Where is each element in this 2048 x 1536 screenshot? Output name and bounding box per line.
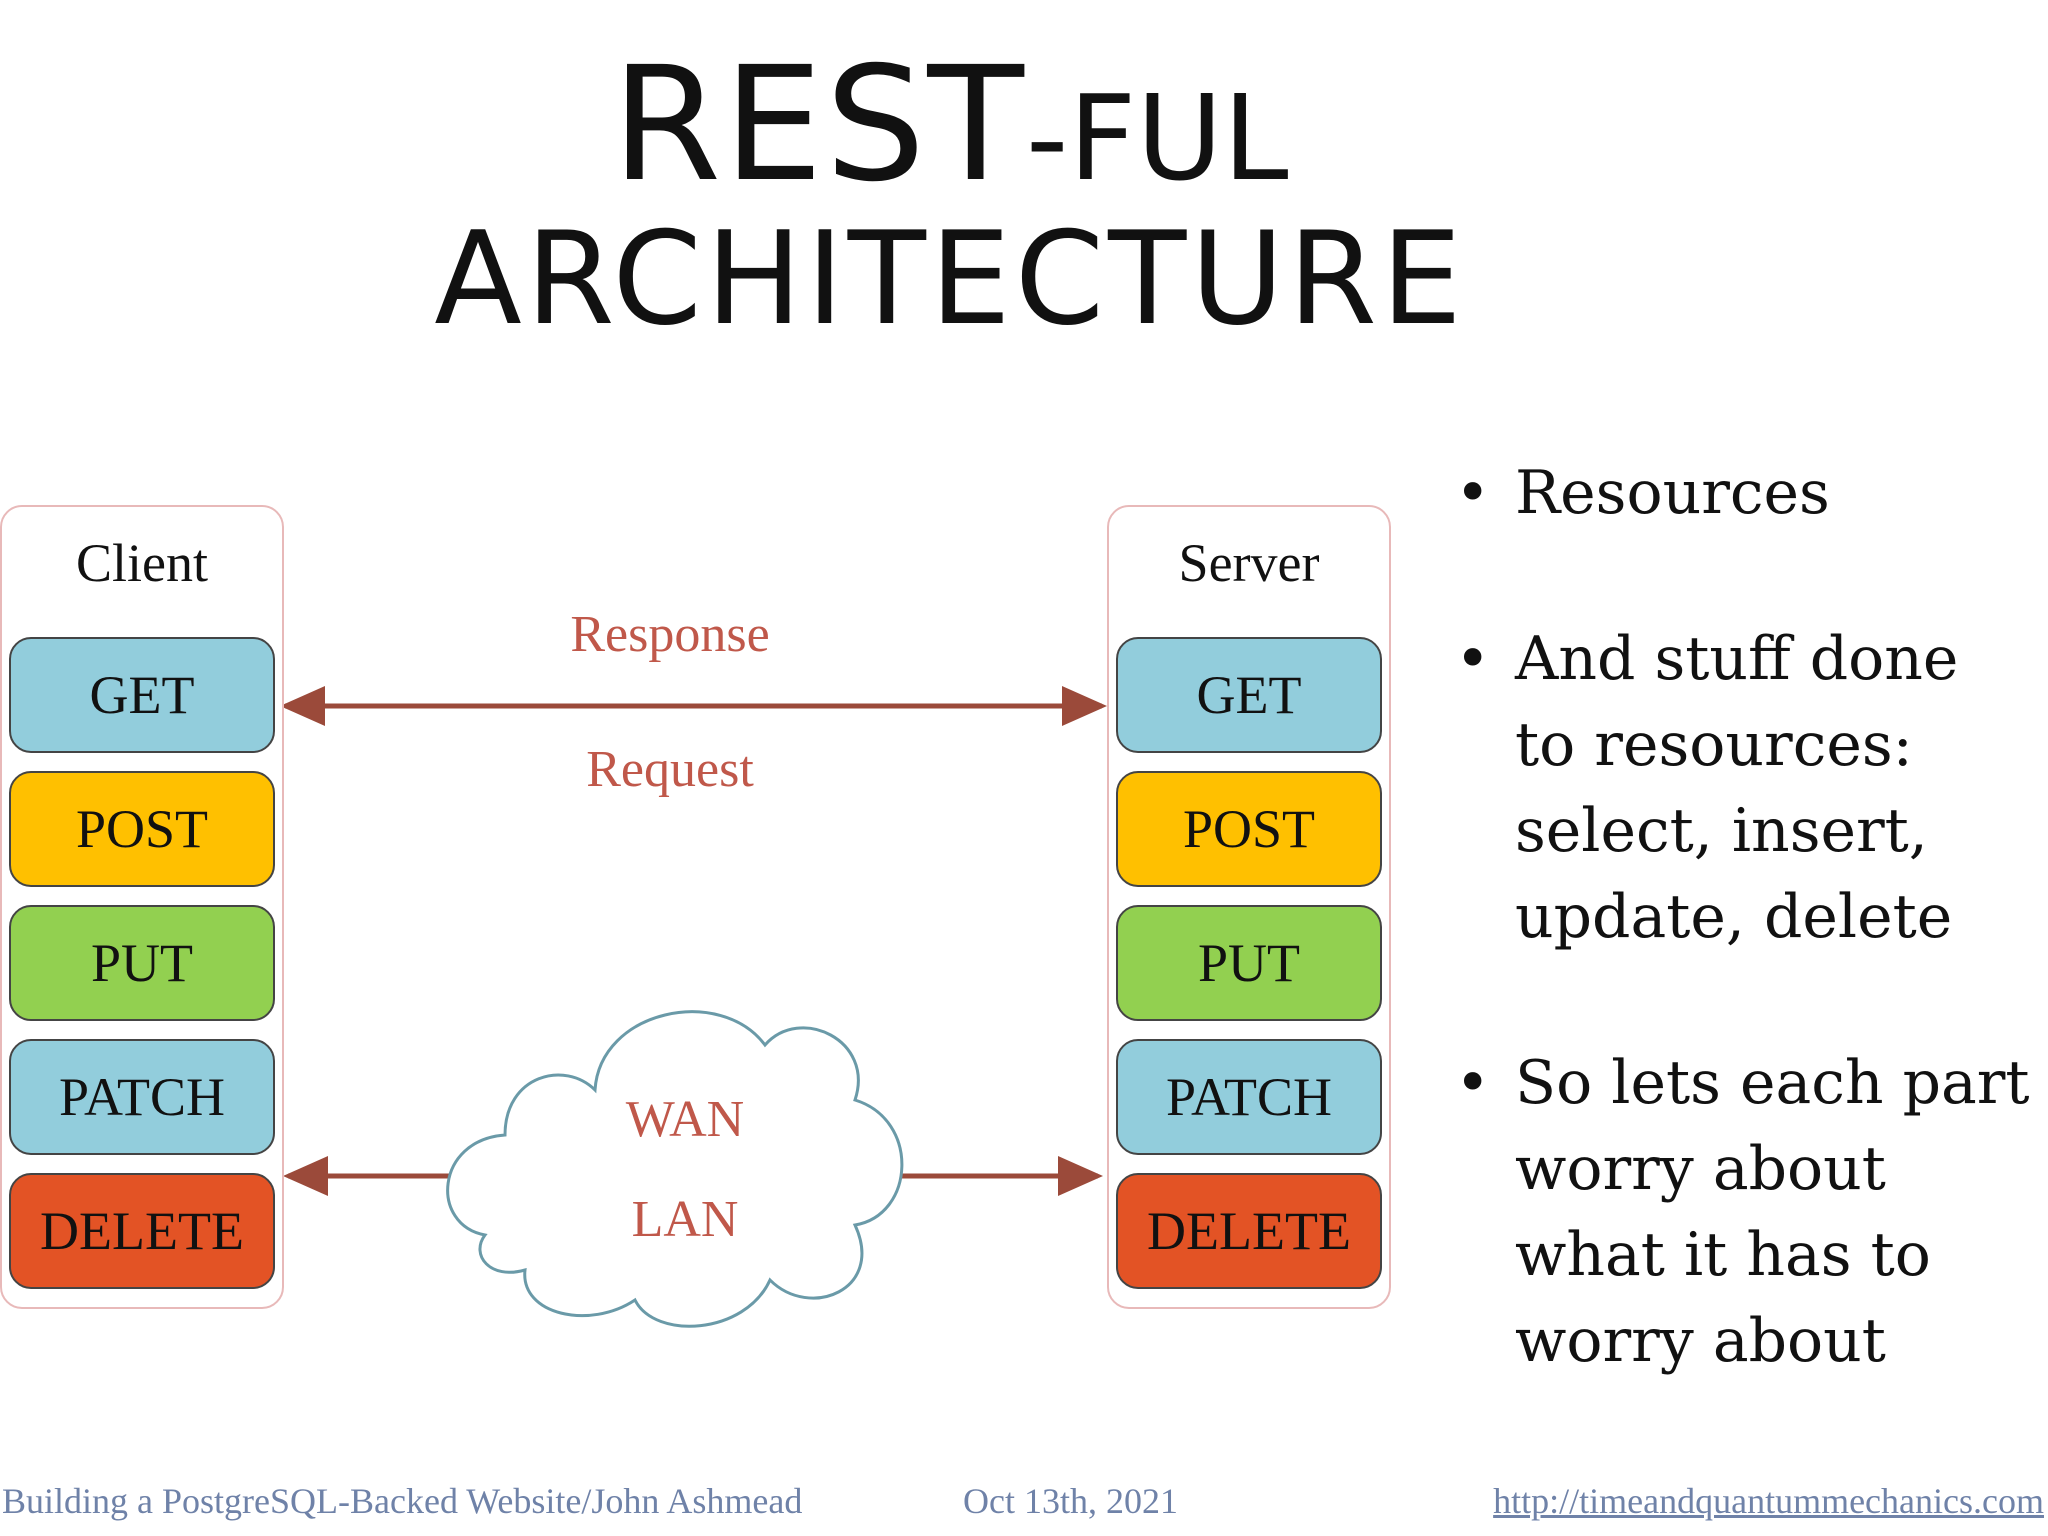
title-architecture: ARCHITECTURE (434, 204, 1466, 354)
server-post-box: POST (1116, 771, 1382, 887)
server-panel: Server GET POST PUT PATCH DELETE (1107, 505, 1391, 1309)
client-delete-box: DELETE (9, 1173, 275, 1289)
request-label: Request (586, 741, 754, 798)
bullet-item: Resources (1455, 450, 2035, 536)
server-get-box: GET (1116, 637, 1382, 753)
network-cloud (446, 1010, 904, 1328)
client-get-box: GET (9, 637, 275, 753)
client-put-box: PUT (9, 905, 275, 1021)
server-put-box: PUT (1116, 905, 1382, 1021)
client-patch-box: PATCH (9, 1039, 275, 1155)
footer-author: Building a PostgreSQL-Backed Website/Joh… (2, 1481, 803, 1521)
server-patch-box: PATCH (1116, 1039, 1382, 1155)
client-post-box: POST (9, 771, 275, 887)
title-rest: REST (611, 33, 1026, 217)
bullet-list: Resources And stuff done to resources: s… (1455, 450, 2035, 1464)
title-ful: -FUL (1025, 69, 1289, 207)
footer-url-link[interactable]: http://timeandquantummechanics.com (1493, 1481, 2044, 1521)
server-delete-box: DELETE (1116, 1173, 1382, 1289)
slide-title: REST-FUL ARCHITECTURE (0, 40, 1900, 349)
bullet-item: And stuff done to resources: select, ins… (1455, 616, 2035, 960)
client-panel: Client GET POST PUT PATCH DELETE (0, 505, 284, 1309)
lan-label: LAN (631, 1191, 739, 1248)
footer-date: Oct 13th, 2021 (963, 1481, 1178, 1521)
bullet-item: So lets each part worry about what it ha… (1455, 1040, 2035, 1384)
server-label: Server (1178, 533, 1320, 593)
wan-label: WAN (625, 1091, 745, 1148)
client-label: Client (76, 533, 208, 593)
response-label: Response (570, 606, 770, 663)
